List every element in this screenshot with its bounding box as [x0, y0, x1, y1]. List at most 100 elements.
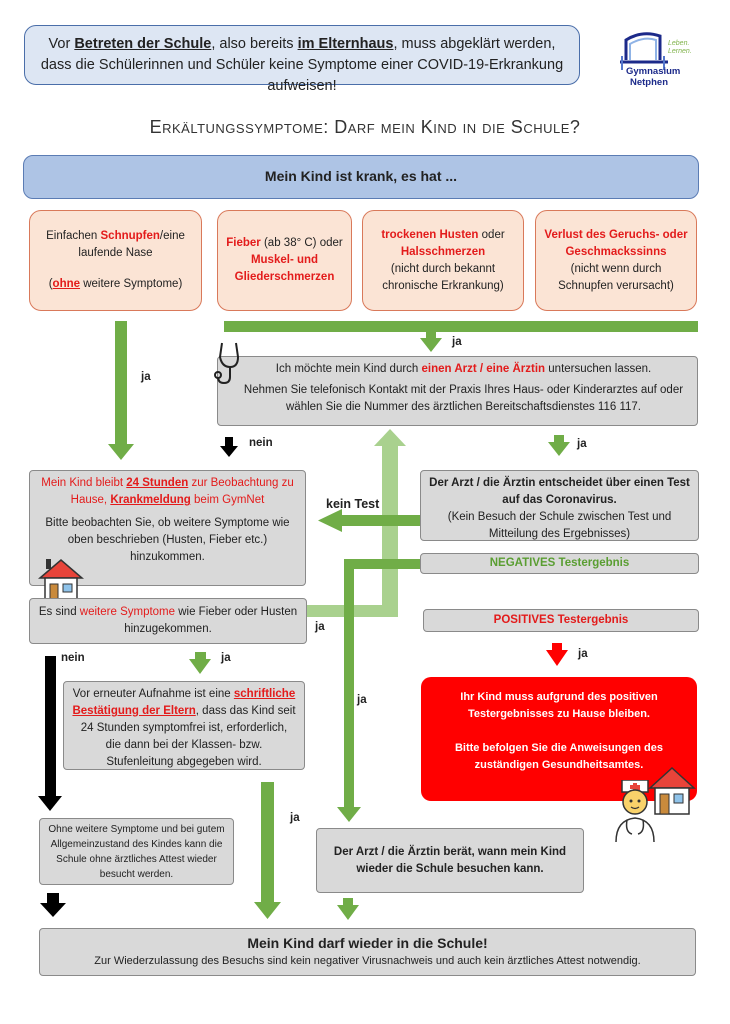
label-nein-further: nein — [61, 652, 85, 664]
logo-slogan-1: Leben. — [668, 40, 690, 47]
notice-mid: , also bereits — [211, 36, 298, 52]
negative-route-horizontal — [344, 559, 420, 569]
arrow-down-icon — [40, 893, 66, 917]
positive-quarantine-box: Ihr Kind muss aufgrund des positiven Tes… — [421, 677, 697, 801]
parent-confirmation-box: Vor erneuter Aufnahme ist eine schriftli… — [63, 681, 305, 770]
label-ja-confirm: ja — [221, 652, 231, 664]
back-to-doctor-shaft — [382, 445, 398, 617]
test-arrow-stem — [554, 435, 564, 443]
s1-a: Einfachen — [46, 230, 101, 242]
positive-box-l1: Ihr Kind muss aufgrund des positiven Tes… — [460, 691, 658, 720]
symptom-box-fever: Fieber (ab 38° C) oder Muskel- und Glied… — [217, 210, 352, 311]
arrow-down-icon — [189, 659, 211, 674]
logo-slogan: Leben. Lernen. — [668, 40, 692, 56]
further-b: weitere Symptome — [79, 606, 176, 618]
further-a: Es sind — [38, 606, 80, 618]
stay-home-a: Mein Kind bleibt — [41, 477, 127, 489]
s2-b: (ab 38° C) oder — [260, 237, 343, 249]
s3-c: Halsschmerzen — [400, 245, 486, 258]
further-symptoms-box: Es sind weitere Symptome wie Fieber oder… — [29, 598, 307, 644]
arrow-down-icon — [546, 650, 568, 666]
arrow-down-icon — [337, 905, 359, 920]
no-test-arrow-shaft — [340, 515, 420, 526]
arrow-down-icon — [548, 442, 570, 456]
symptom-box-cough: trockenen Husten oder Halsschmerzen (nic… — [362, 210, 524, 311]
doctor-line1c: untersuchen lassen. — [545, 363, 652, 375]
further-c: wie Fieber oder Husten hinzugekommen. — [124, 606, 298, 635]
label-ja-doctor: ja — [452, 336, 462, 348]
label-ja-cold: ja — [141, 371, 151, 383]
s3-a: trockenen Husten — [381, 228, 479, 241]
s1-d: ( — [48, 278, 53, 290]
notice-emph-school: Betreten der Schule — [74, 36, 212, 52]
label-ja-negative: ja — [357, 694, 367, 706]
notice-emph-home: im Elternhaus — [297, 36, 394, 52]
s3-d: (nicht durch bekannt chronische Erkranku… — [382, 262, 504, 292]
symptom-box-smell: Verlust des Geruchs- oder Geschmackssinn… — [535, 210, 697, 311]
s4-b: (nicht wenn durch Schnupfen verursacht) — [558, 262, 674, 292]
stay-home-b: 24 Stunden — [126, 477, 189, 489]
s1-b: Schnupfen — [100, 230, 160, 242]
arrow-down-icon — [108, 444, 134, 460]
school-logo: Leben. Lernen. Gymnasium Netphen — [612, 26, 704, 92]
final-body: Zur Wiederzulassung des Besuchs sind kei… — [94, 955, 641, 967]
advises-arrow-stem — [343, 898, 353, 906]
connector-bar — [224, 321, 698, 332]
doctor-line1b: einen Arzt / eine Ärztin — [421, 363, 546, 375]
logo-name-1: Gymnasium — [626, 66, 681, 77]
arrow-down-icon — [420, 338, 442, 352]
s1-e: ohne — [52, 278, 81, 290]
house-icon — [648, 766, 696, 815]
confirmation-a: Vor erneuter Aufnahme ist eine — [72, 688, 234, 700]
doctor-line1a: Ich möchte mein Kind durch — [275, 363, 422, 375]
confirm-arrow-stem — [195, 652, 206, 660]
label-kein-test: kein Test — [326, 497, 380, 511]
stethoscope-icon — [214, 342, 240, 385]
positive-box-l2: Bitte befolgen Sie die Anweisungen des z… — [454, 742, 663, 771]
arrow-down-icon — [38, 796, 62, 811]
label-ja-positive: ja — [578, 648, 588, 660]
test-decision-title: Der Arzt / die Ärztin entscheidet über e… — [429, 477, 690, 506]
s1-c: /eine laufende Nase — [78, 230, 185, 259]
logo-slogan-2: Lernen. — [668, 48, 692, 55]
final-title: Mein Kind darf wieder in die Schule! — [247, 935, 488, 951]
arrow-down-icon — [254, 902, 281, 919]
positive-arrow-stem — [552, 643, 562, 651]
arrow-down-icon — [337, 807, 361, 822]
logo-name-2: Netphen — [630, 77, 668, 88]
positive-result-box: POSITIVES Testergebnis — [423, 609, 699, 632]
s1-f: weitere Symptome) — [80, 278, 183, 290]
stay-home-body: Bitte beobachten Sie, ob weitere Symptom… — [45, 517, 290, 563]
child-sick-header: Mein Kind ist krank, es hat ... — [23, 155, 699, 199]
s2-a: Fieber — [226, 237, 261, 249]
label-ja-test: ja — [577, 438, 587, 450]
arrow-left-icon — [318, 509, 342, 532]
arrow-up-icon — [374, 429, 406, 446]
notice-box: Vor Betreten der Schule, also bereits im… — [24, 25, 580, 94]
logo-name: Gymnasium Netphen — [626, 66, 680, 88]
test-decision-box: Der Arzt / die Ärztin entscheidet über e… — [420, 470, 699, 541]
notice-suffix: , muss abgeklärt werden, dass die Schüle… — [40, 36, 564, 94]
stay-home-e: beim GymNet — [190, 494, 265, 506]
label-ja-final: ja — [290, 812, 300, 824]
confirmation-c: , dass das Kind seit 24 Stunden symptomf… — [80, 705, 296, 768]
doctor-icon — [615, 780, 655, 843]
doctor-contact-box: Ich möchte mein Kind durch einen Arzt / … — [217, 356, 698, 426]
school-logo-icon — [620, 32, 668, 70]
cold-arrow-shaft — [115, 321, 127, 446]
negative-result-box: NEGATIVES Testergebnis — [420, 553, 699, 574]
no-further-arrow-shaft — [45, 656, 56, 798]
doctor-line2: Nehmen Sie telefonisch Kontakt mit der P… — [243, 384, 684, 413]
s2-c: Muskel- und Gliederschmerzen — [234, 254, 335, 283]
label-nein-doctor: nein — [249, 437, 273, 449]
label-ja-further: ja — [315, 621, 325, 633]
s3-b: oder — [478, 228, 505, 241]
confirm-to-final-shaft — [261, 782, 274, 904]
connector-stem — [426, 332, 436, 340]
final-box: Mein Kind darf wieder in die Schule! Zur… — [39, 928, 696, 976]
stay-home-d: Krankmeldung — [110, 494, 191, 506]
s4-a: Verlust des Geruchs- oder Geschmackssinn… — [544, 228, 688, 258]
arrow-down-icon — [220, 437, 238, 457]
negative-route-shaft — [344, 559, 354, 809]
doctor-advises-box: Der Arzt / die Ärztin berät, wann mein K… — [316, 828, 584, 893]
